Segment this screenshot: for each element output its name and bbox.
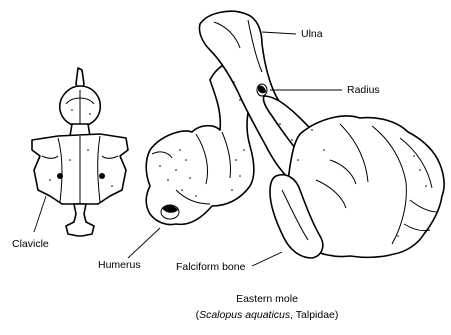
caption-common-name: Eastern mole bbox=[236, 293, 298, 305]
falciform-leader bbox=[252, 252, 282, 266]
label-radius: Radius bbox=[347, 84, 380, 96]
label-humerus: Humerus bbox=[98, 259, 141, 271]
xiphoid-stalk bbox=[66, 204, 94, 236]
caption-scientific-name: (Scalopus aquaticus, Talpidae) bbox=[196, 309, 339, 321]
ulna-leader bbox=[262, 32, 296, 34]
sternum-clavicle-group bbox=[32, 68, 128, 236]
label-falciform-bone: Falciform bone bbox=[176, 261, 246, 273]
label-ulna: Ulna bbox=[301, 28, 323, 40]
clavicle-foramen-right bbox=[99, 173, 105, 179]
clavicle-leader bbox=[34, 196, 46, 232]
humerus-leader bbox=[128, 228, 160, 258]
clavicle-foramen-left bbox=[57, 173, 63, 179]
label-clavicle: Clavicle bbox=[12, 238, 49, 250]
